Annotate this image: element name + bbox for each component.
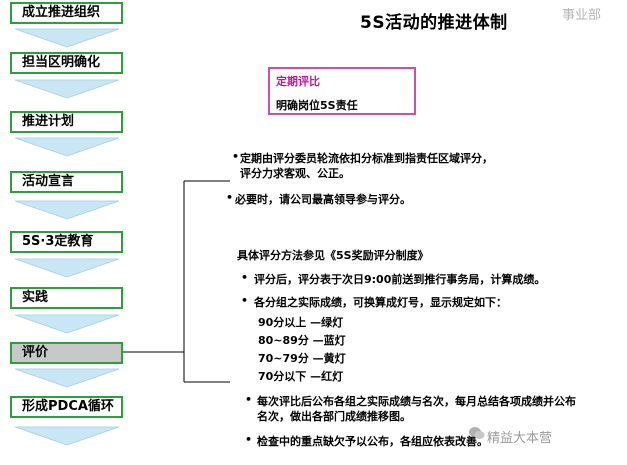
department-label: 事业部 xyxy=(562,8,602,23)
down-arrow-icon xyxy=(15,368,119,388)
down-arrow-icon xyxy=(15,314,119,334)
step-pdca-cycle: 形成PDCA循环 xyxy=(10,396,123,418)
down-arrow-icon xyxy=(15,426,119,446)
bullet-icon: • xyxy=(241,294,249,307)
point-4: 检查中的重点缺欠予以公布，各组应依表改善。 xyxy=(257,435,488,448)
step-promotion-plan: 推进计划 xyxy=(10,111,123,133)
upper-point-1-line1: 定期由评分委员轮流依扣分标准到指责任区域评分， xyxy=(240,152,493,165)
grade-item: 70分以下 —红灯 xyxy=(258,370,344,383)
point-2: 各分组之实际成绩，可换算成灯号，显示规定如下： xyxy=(254,296,507,309)
upper-point-1-line2: 评分力求客观、公正。 xyxy=(240,167,350,180)
point-3-line2: 名次，做出各部门成绩推移图。 xyxy=(257,410,411,423)
method-heading: 具体评分方法参见《5S奖励评分制度》 xyxy=(237,249,429,262)
bullet-icon: • xyxy=(226,191,234,204)
regular-evaluation-box xyxy=(268,67,416,115)
grade-item: 70~79分 —黄灯 xyxy=(258,352,346,365)
step-establish-organization: 成立推进组织 xyxy=(10,2,123,24)
bullet-icon: • xyxy=(232,150,240,163)
wechat-icon xyxy=(469,427,485,439)
down-arrow-icon xyxy=(15,200,119,220)
down-arrow-icon xyxy=(15,258,119,278)
regular-evaluation-subtext: 明确岗位5S责任 xyxy=(276,99,358,112)
step-clarify-areas: 担当区明确化 xyxy=(10,52,123,74)
step-activity-declaration: 活动宣言 xyxy=(10,171,123,193)
step-practice: 实践 xyxy=(10,287,123,309)
watermark-text: 精益大本营 xyxy=(487,431,553,446)
down-arrow-icon xyxy=(15,28,119,48)
upper-point-2: 必要时，请公司最高领导参与评分。 xyxy=(235,193,411,206)
bullet-icon: • xyxy=(241,271,249,284)
grade-item: 80~89分 —蓝灯 xyxy=(258,334,346,347)
grade-item: 90分以上 —绿灯 xyxy=(258,316,344,329)
point-1: 评分后，评分表于次日9:00前送到推行事务局，计算成绩。 xyxy=(254,273,546,286)
step-5s-education: 5S·3定教育 xyxy=(10,231,123,253)
bullet-icon: • xyxy=(245,393,253,406)
step-evaluation: 评价 xyxy=(10,342,123,364)
point-3-line1: 每次评比后公布各组之实际成绩与名次，每月总结各项成绩并公布 xyxy=(257,395,576,408)
page-title: 5S活动的推进体制 xyxy=(360,13,508,33)
down-arrow-icon xyxy=(15,79,119,99)
bullet-icon: • xyxy=(245,433,253,446)
down-arrow-icon xyxy=(15,137,119,157)
regular-evaluation-heading: 定期评比 xyxy=(276,75,320,88)
